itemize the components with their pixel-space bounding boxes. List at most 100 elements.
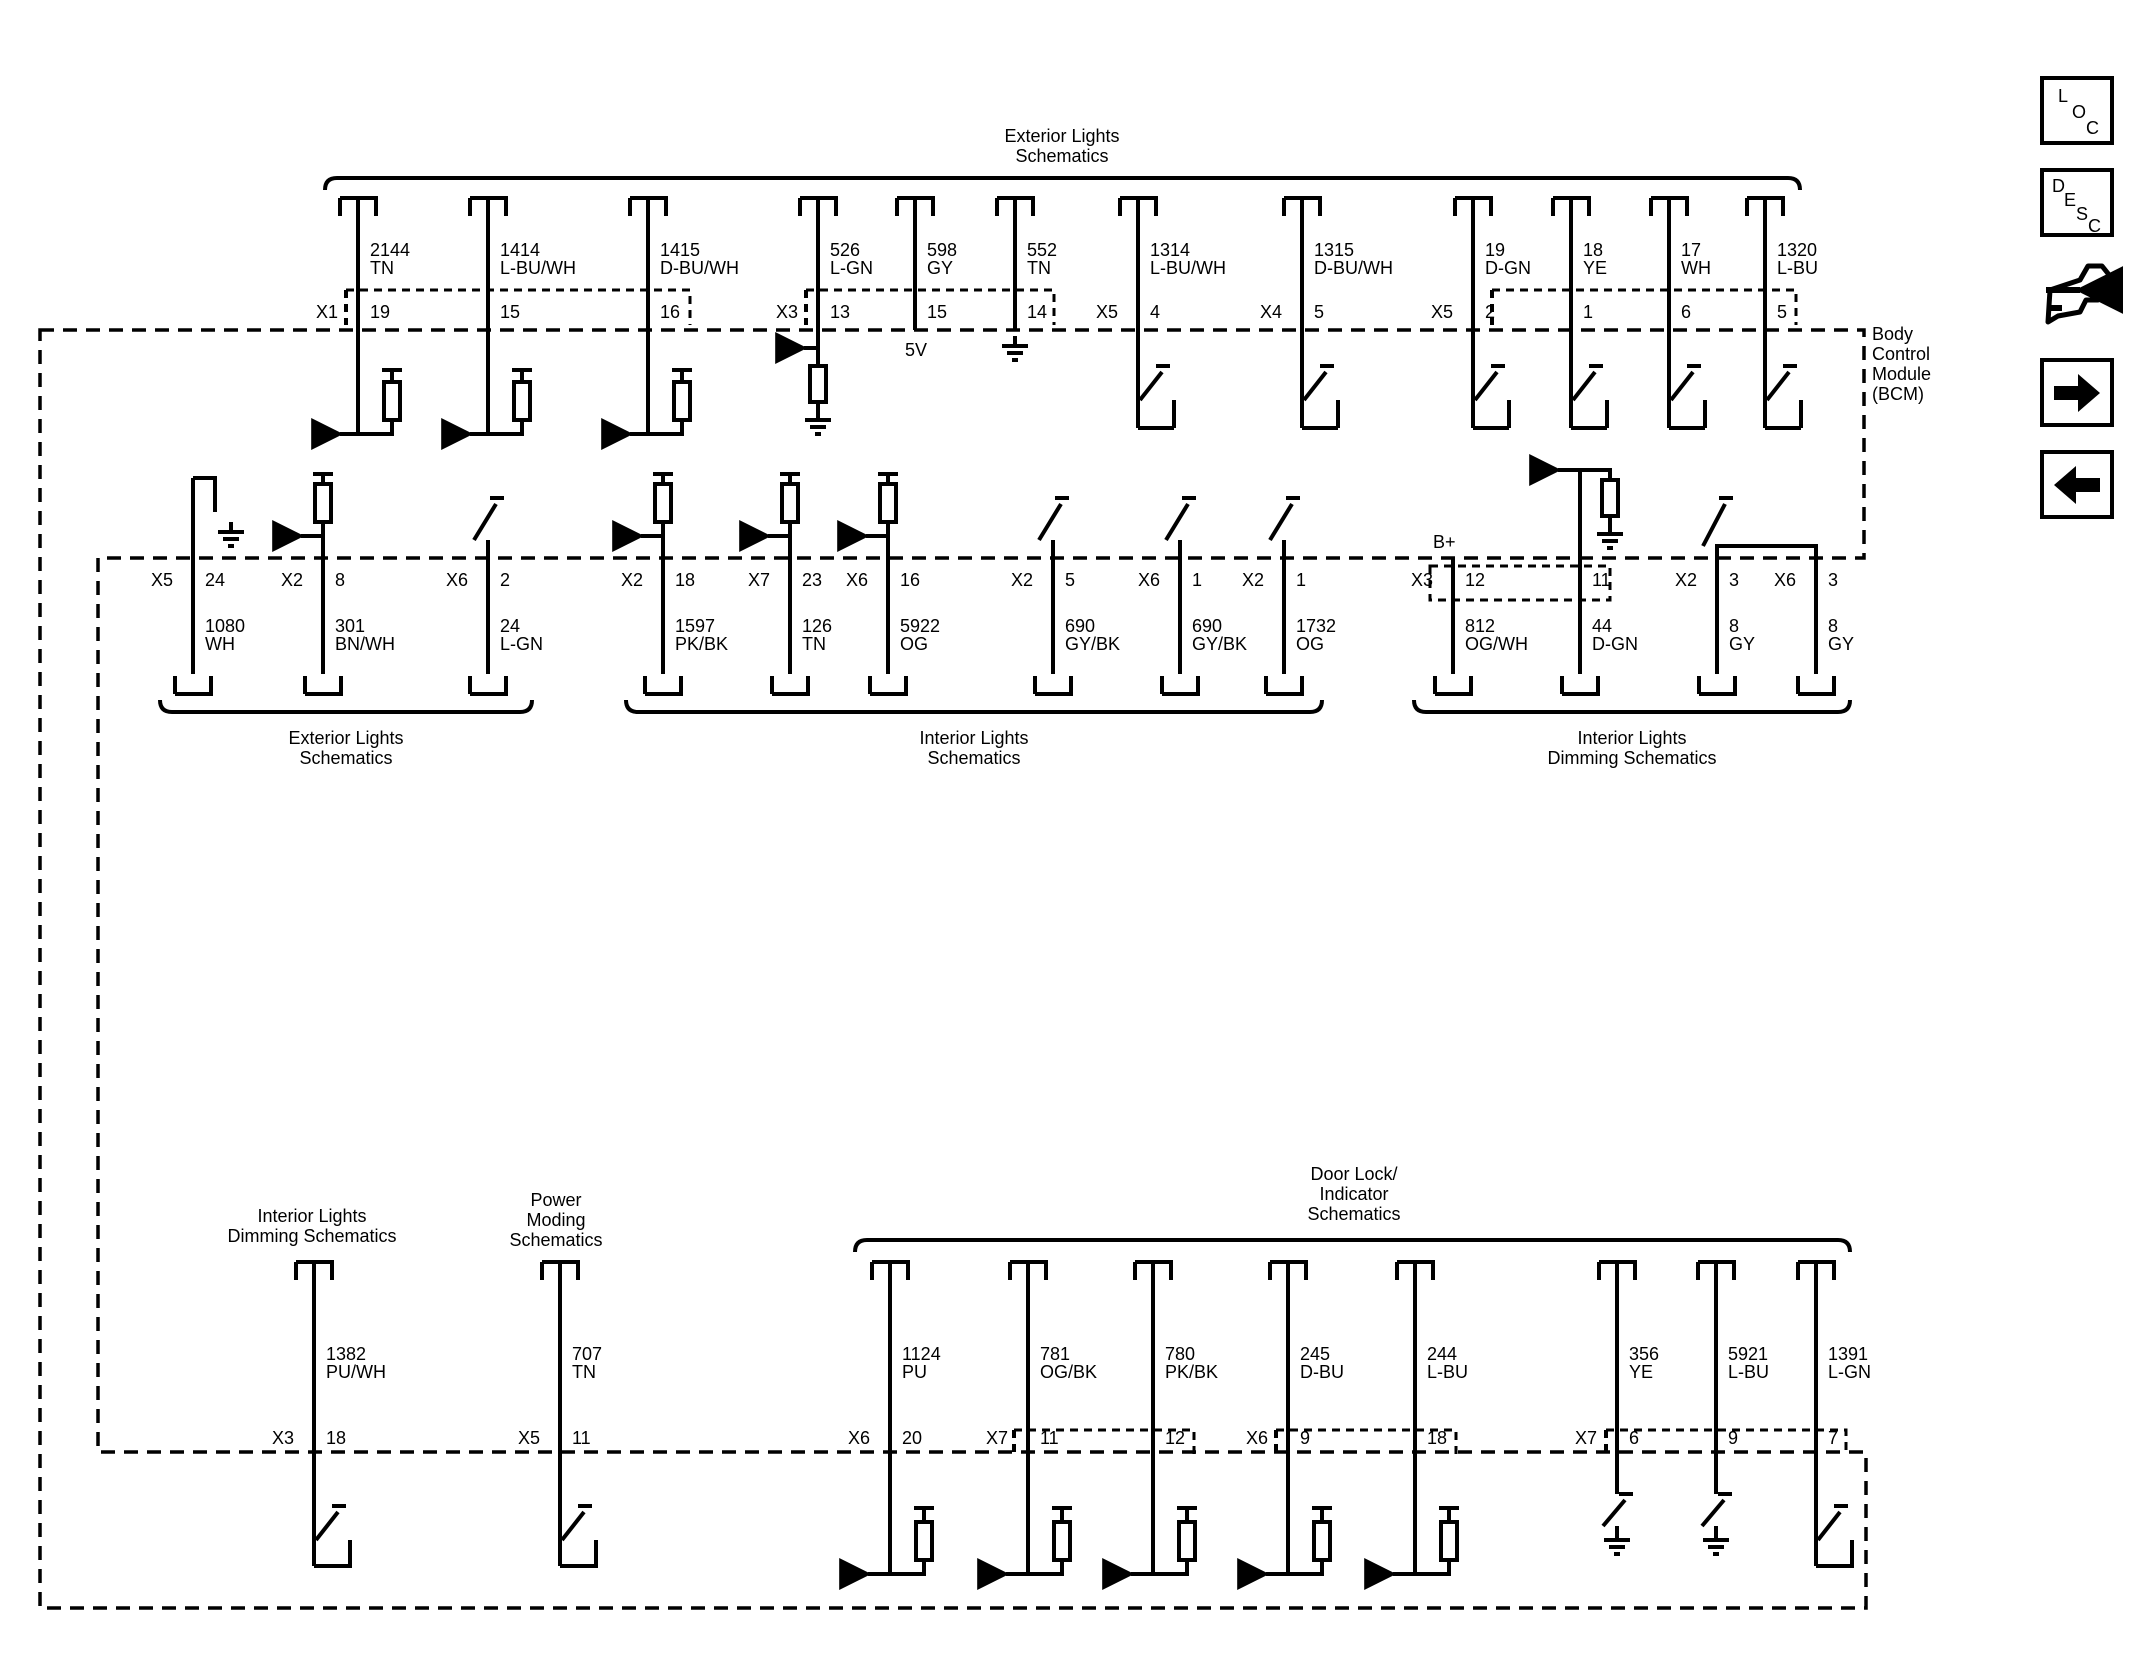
connector-id: X3 <box>1411 570 1433 590</box>
switch-icon <box>1138 370 1164 402</box>
wire-color: TN <box>572 1362 596 1382</box>
pin-number: 6 <box>1681 302 1691 322</box>
bcm-label: Body <box>1872 324 1913 344</box>
repair-icon[interactable] <box>2045 263 2124 325</box>
wire-color: GY <box>927 258 953 278</box>
switch-icon <box>1765 370 1791 402</box>
connector-id: X7 <box>986 1428 1008 1448</box>
terminal-icon <box>303 676 343 696</box>
pin-number: 3 <box>1828 570 1838 590</box>
mid-interior-title: Interior Lights <box>919 728 1028 748</box>
bot-power-title: Moding <box>526 1210 585 1230</box>
bcm-label: (BCM) <box>1872 384 1924 404</box>
next-button[interactable] <box>2040 358 2114 427</box>
terminal-icon <box>868 676 908 696</box>
terminal-icon <box>173 676 213 696</box>
bcm-boundary <box>38 328 1868 1610</box>
pin-number: 8 <box>335 570 345 590</box>
connector-id: X6 <box>1246 1428 1268 1448</box>
circuit-number: 8 <box>1828 616 1838 636</box>
top-exterior-title: Exterior Lights <box>1004 126 1119 146</box>
wire <box>1816 1540 1854 1568</box>
pin-number: 20 <box>902 1428 922 1448</box>
pin-number: 15 <box>927 302 947 322</box>
desc-letter-4: C <box>2088 216 2101 236</box>
pin-number: 18 <box>1427 1428 1447 1448</box>
switch-icon <box>1473 370 1499 402</box>
loc-letter-2: O <box>2072 102 2086 122</box>
terminal-icon <box>1696 1260 1736 1280</box>
pin-number: 6 <box>1629 1428 1639 1448</box>
connector-id: X2 <box>1242 570 1264 590</box>
resistor-icon <box>808 364 828 404</box>
terminal-icon <box>1433 676 1473 696</box>
desc-button[interactable]: D E S C <box>2040 168 2114 237</box>
circuit-number: 5922 <box>900 616 940 636</box>
wire-color: PU/WH <box>326 1362 386 1382</box>
switch-icon <box>1601 1498 1627 1528</box>
bot-doorlock-title: Door Lock/ <box>1310 1164 1397 1184</box>
terminal-icon <box>468 196 508 216</box>
connector-box <box>1276 1428 1458 1456</box>
wire-color: YE <box>1583 258 1607 278</box>
circuit-number: 245 <box>1300 1344 1330 1364</box>
loc-button[interactable]: L O C <box>2040 76 2114 145</box>
connector-id: X2 <box>621 570 643 590</box>
wire-color: L-GN <box>500 634 543 654</box>
circuit-number: 1320 <box>1777 240 1817 260</box>
connector-box <box>1492 288 1798 325</box>
bot-power-title: Power <box>530 1190 581 1210</box>
circuit-number: 8 <box>1729 616 1739 636</box>
connector-id: X7 <box>748 570 770 590</box>
switch-icon <box>1571 370 1597 402</box>
pin-number: 12 <box>1165 1428 1185 1448</box>
mid-exterior-title: Exterior Lights <box>288 728 403 748</box>
loc-letter-1: L <box>2058 86 2068 106</box>
wire-color: OG/WH <box>1465 634 1528 654</box>
terminal-icon <box>895 196 935 216</box>
terminal-icon <box>870 1260 910 1280</box>
circuit-number: 356 <box>1629 1344 1659 1364</box>
circuit-number: 526 <box>830 240 860 260</box>
top-exterior-title: Schematics <box>1015 146 1108 166</box>
connector-box <box>1428 564 1612 602</box>
wire-color: D-BU <box>1300 1362 1344 1382</box>
connector-box <box>346 288 692 325</box>
wire <box>890 1560 926 1576</box>
circuit-number: 24 <box>500 616 520 636</box>
circuit-number: 1124 <box>902 1344 941 1364</box>
circuit-number: 1415 <box>660 240 700 260</box>
connector-id: X6 <box>1138 570 1160 590</box>
mid-dimming-title: Dimming Schematics <box>1547 748 1716 768</box>
previous-button[interactable] <box>2040 450 2114 519</box>
circuit-number: 5921 <box>1728 1344 1768 1364</box>
pin-number: 23 <box>802 570 822 590</box>
wire <box>1153 1560 1189 1576</box>
switch-icon <box>1669 370 1695 402</box>
wire <box>1415 1560 1451 1576</box>
terminal-icon <box>1649 196 1689 216</box>
wire-color: PK/BK <box>675 634 728 654</box>
pin-number: 2 <box>500 570 510 590</box>
wire-color: OG <box>1296 634 1324 654</box>
pin-number: 16 <box>660 302 680 322</box>
terminal-icon <box>995 196 1035 216</box>
connector-id: X5 <box>518 1428 540 1448</box>
circuit-number: 2144 <box>370 240 410 260</box>
desc-letter-2: E <box>2064 190 2076 210</box>
pin-number: 14 <box>1027 302 1047 322</box>
circuit-number: 301 <box>335 616 365 636</box>
pin-number: 16 <box>900 570 920 590</box>
pin-number: 5 <box>1777 302 1787 322</box>
wire-color: GY <box>1729 634 1755 654</box>
pin-number: 9 <box>1728 1428 1738 1448</box>
wire-color: TN <box>370 258 394 278</box>
right-arrow-icon <box>2054 374 2100 412</box>
connector-box <box>806 288 1056 325</box>
connector-id: X6 <box>848 1428 870 1448</box>
terminal-icon <box>1796 676 1836 696</box>
terminal-icon <box>1118 196 1158 216</box>
switch-icon <box>1701 503 1727 547</box>
pin-number: 24 <box>205 570 225 590</box>
